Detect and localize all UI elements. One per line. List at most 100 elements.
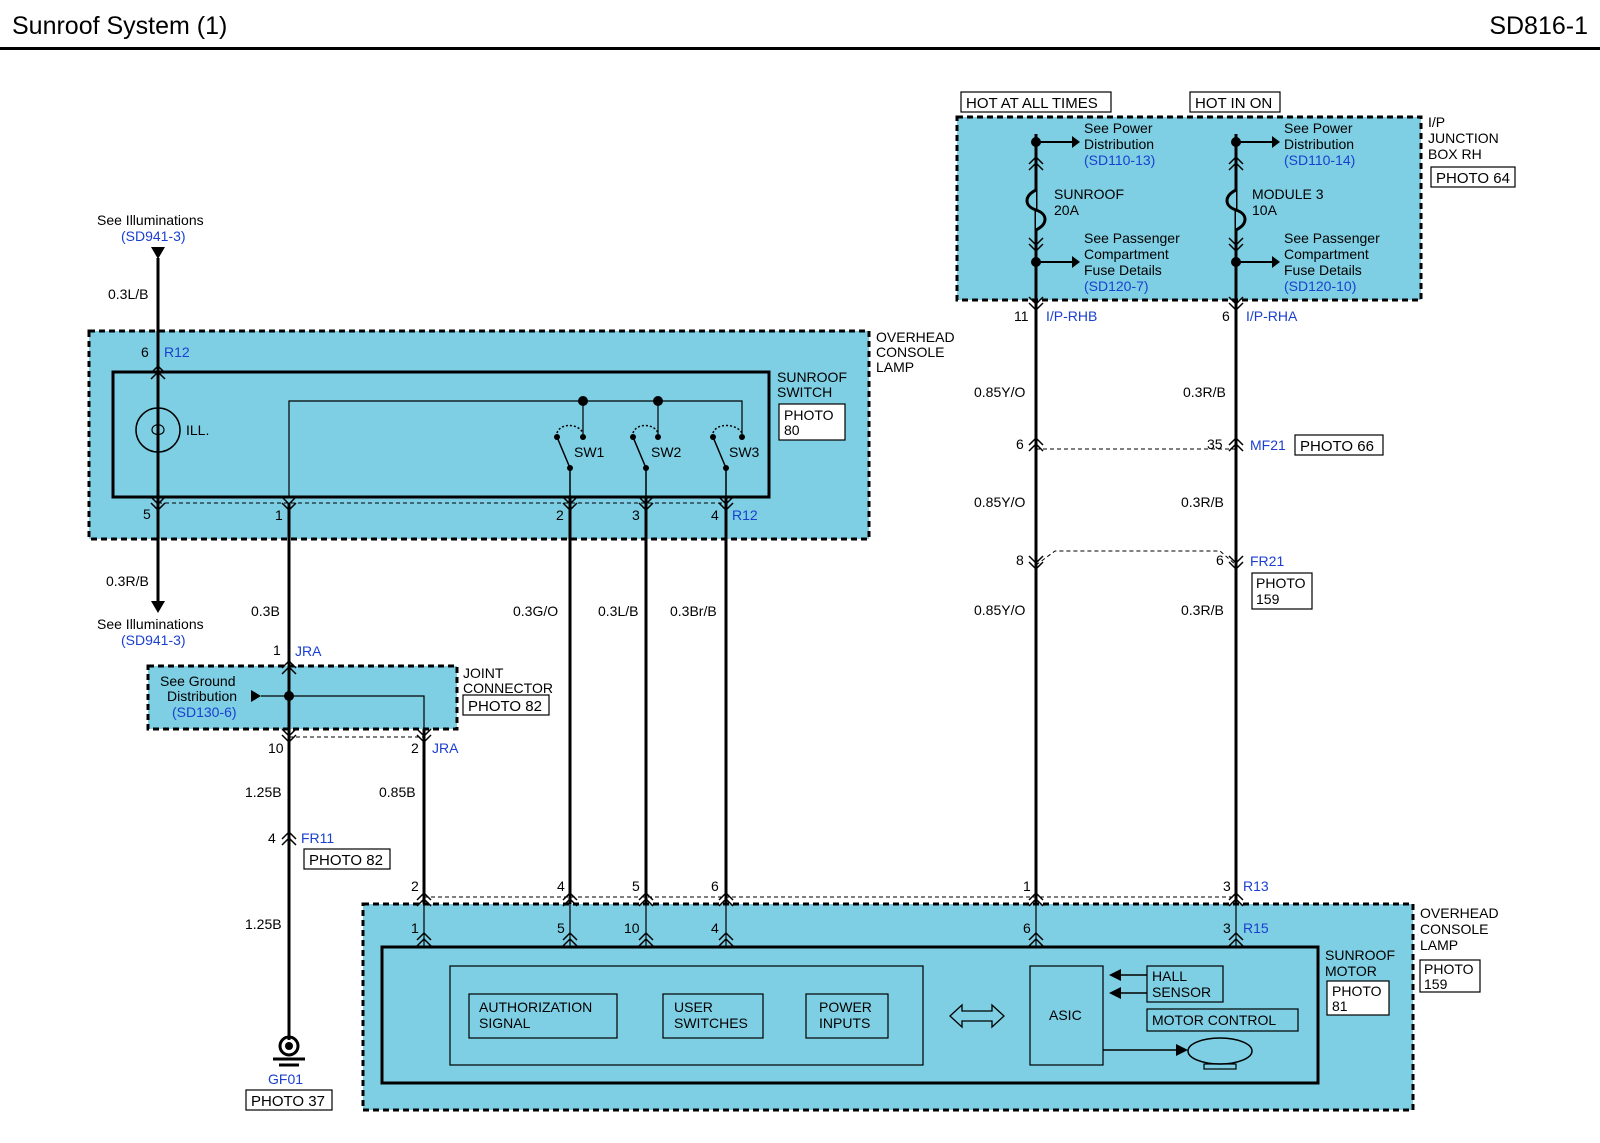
power-inputs-box	[805, 993, 889, 1039]
pc1-line2: Compartment	[1084, 246, 1169, 262]
conn-jra-top: JRA	[295, 643, 322, 659]
power-label-2: INPUTS	[819, 1015, 870, 1031]
console-pin-5: 5	[143, 506, 151, 522]
bidirectional-arrow-icon	[949, 1003, 1005, 1029]
r13-pin-2: 2	[411, 878, 419, 894]
gd-ref-link[interactable]: (SD130-6)	[172, 704, 237, 720]
console-pin-6: 6	[141, 344, 149, 360]
sunroof-motor-box	[380, 945, 1320, 1085]
motor-lamp-label-1: OVERHEAD	[1420, 905, 1499, 921]
page-code: SD816-1	[1489, 12, 1588, 40]
pin-6-rha: 6	[1222, 308, 1230, 324]
ground-name: GF01	[268, 1071, 303, 1087]
fr21-photo-2: 159	[1256, 591, 1280, 607]
wire-125b-b: 1.25B	[245, 916, 282, 932]
switch-photo-2: 80	[784, 422, 800, 438]
pd1-line2: Distribution	[1084, 136, 1154, 152]
console-pin-2: 2	[556, 507, 564, 523]
fr21-pin-6: 6	[1216, 552, 1224, 568]
switch-photo-1: PHOTO	[784, 407, 834, 423]
joint-label-2: CONNECTOR	[463, 680, 553, 696]
wire-03go: 0.3G/O	[513, 603, 558, 619]
switch-label-2: SWITCH	[777, 384, 832, 400]
r15-pin-3: 3	[1223, 920, 1231, 936]
pd2-line1: See Power	[1284, 120, 1353, 136]
ground-photo: PHOTO 37	[251, 1093, 325, 1110]
joint-pin-10: 10	[268, 740, 284, 756]
r13-pin-6: 6	[711, 878, 719, 894]
mf21-pin-6: 6	[1016, 436, 1024, 452]
wire-085b: 0.85B	[379, 784, 416, 800]
r13-pin-3: 3	[1223, 878, 1231, 894]
user-switches-box	[662, 993, 764, 1039]
illum-top-ref-link[interactable]: (SD941-3)	[121, 228, 186, 244]
motor-logic-box	[449, 965, 924, 1066]
pin-11: 11	[1014, 308, 1029, 324]
motor-lamp-label-3: LAMP	[1420, 937, 1458, 953]
console-pin-3: 3	[632, 507, 640, 523]
conn-mf21: MF21	[1250, 437, 1286, 453]
wire-03lb-illum: 0.3L/B	[108, 286, 148, 302]
joint-photo: PHOTO 82	[468, 698, 542, 715]
pd1-ref-link[interactable]: (SD110-13)	[1084, 152, 1155, 168]
title-bar: Sunroof System (1) SD816-1	[0, 0, 1600, 50]
r15-pin-4: 4	[711, 920, 719, 936]
joint-pin-2: 2	[411, 740, 419, 756]
hot-at-all-times-label: HOT AT ALL TIMES	[966, 95, 1098, 112]
r15-pin-1: 1	[411, 920, 419, 936]
joint-connector-box	[146, 664, 459, 731]
pd2-line2: Distribution	[1284, 136, 1354, 152]
wire-03rb-b: 0.3R/B	[1181, 494, 1224, 510]
power-label-1: POWER	[819, 999, 872, 1015]
sw3-label: SW3	[729, 444, 760, 460]
illum-top-label: See Illuminations	[97, 212, 204, 228]
fuse2-name: MODULE 3	[1252, 186, 1324, 202]
motor-control-box	[1146, 1008, 1299, 1032]
conn-r13: R13	[1243, 878, 1269, 894]
user-label-1: USER	[674, 999, 713, 1015]
ground-icon	[273, 1035, 305, 1067]
r15-pin-10: 10	[624, 920, 640, 936]
motor-control-label: MOTOR CONTROL	[1152, 1012, 1276, 1028]
conn-fr21: FR21	[1250, 553, 1284, 569]
wire-03rb-illum: 0.3R/B	[106, 573, 149, 589]
fuse2-rating: 10A	[1252, 202, 1278, 218]
conn-r15: R15	[1243, 920, 1269, 936]
pc1-line3: Fuse Details	[1084, 262, 1162, 278]
conn-ip-rha: I/P-RHA	[1246, 308, 1298, 324]
illum-bottom-ref-link[interactable]: (SD941-3)	[121, 632, 186, 648]
user-label-2: SWITCHES	[674, 1015, 748, 1031]
conn-r12-top: R12	[164, 344, 190, 360]
pc1-line1: See Passenger	[1084, 230, 1180, 246]
ill-bulb-icon	[135, 407, 181, 453]
gd-line1: See Ground	[160, 673, 236, 689]
motor-photo-2: 81	[1332, 998, 1348, 1014]
r13-pin-1: 1	[1023, 878, 1031, 894]
switch-label-1: SUNROOF	[777, 369, 847, 385]
junction-label-2: JUNCTION	[1428, 130, 1499, 146]
conn-fr11: FR11	[301, 830, 334, 846]
mf21-photo: PHOTO 66	[1300, 438, 1374, 455]
mf21-pin-35: 35	[1207, 436, 1223, 452]
pc2-line2: Compartment	[1284, 246, 1369, 262]
hall-label-1: HALL	[1152, 968, 1187, 984]
motor-lamp-label-2: CONSOLE	[1420, 921, 1488, 937]
sw2-label: SW2	[651, 444, 682, 460]
pc1-ref-link[interactable]: (SD120-7)	[1084, 278, 1149, 294]
conn-jra-bottom: JRA	[432, 740, 459, 756]
sunroof-switch-box	[111, 370, 771, 499]
conn-r12-bottom: R12	[732, 507, 758, 523]
r15-pin-6: 6	[1023, 920, 1031, 936]
motor-photo-1: PHOTO	[1332, 983, 1382, 999]
pd2-ref-link[interactable]: (SD110-14)	[1284, 152, 1355, 168]
console-label-3: LAMP	[876, 359, 914, 375]
pc2-ref-link[interactable]: (SD120-10)	[1284, 278, 1356, 294]
junction-box	[955, 115, 1423, 302]
wire-085yo-a: 0.85Y/O	[974, 384, 1025, 400]
pc2-line1: See Passenger	[1284, 230, 1380, 246]
r13-pin-5: 5	[632, 878, 640, 894]
joint-pin-1: 1	[273, 642, 281, 658]
fr21-photo-1: PHOTO	[1256, 575, 1306, 591]
pd1-line1: See Power	[1084, 120, 1153, 136]
junction-label-3: BOX RH	[1428, 146, 1482, 162]
